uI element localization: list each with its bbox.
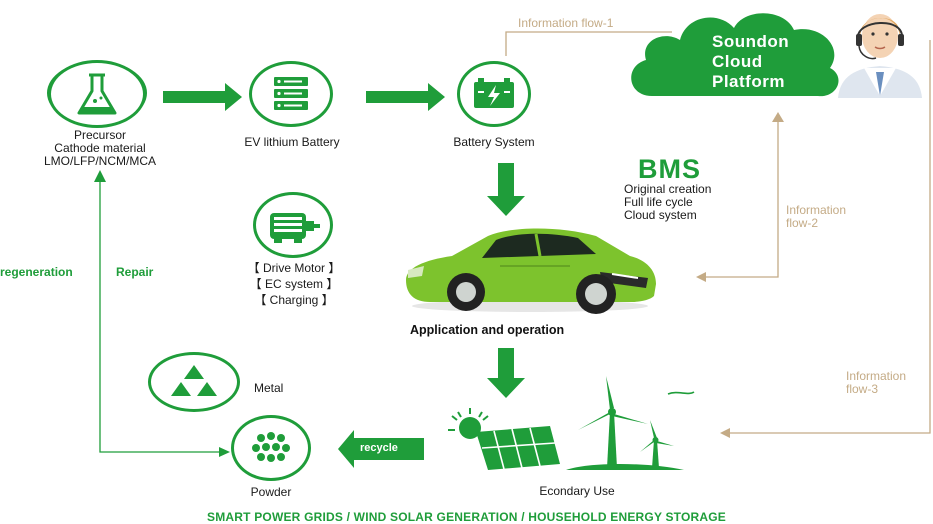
bms-line2: Full life cycle xyxy=(624,195,693,209)
cloud-title-line2: Cloud xyxy=(712,52,763,71)
precursor-line1: Precursor xyxy=(73,128,126,142)
recycle-label: recycle xyxy=(360,442,398,454)
flask-icon xyxy=(77,73,117,115)
charging-label: 【 Charging 】 xyxy=(254,293,334,307)
cloud-shape xyxy=(631,13,839,97)
cloud-title-line1: Soundon xyxy=(712,32,790,51)
battery-system-icon-circle xyxy=(457,61,531,127)
server-stack-icon xyxy=(274,77,308,110)
bms-line1: Original creation xyxy=(624,182,712,196)
info-flow-3-line2: flow-3 xyxy=(846,382,879,396)
battery-icon xyxy=(474,78,514,108)
battery-system-label: Battery System xyxy=(453,135,535,149)
powder-icon-circle xyxy=(231,415,311,481)
wind-solar-icon xyxy=(448,376,695,470)
drive-motor-label: 【 Drive Motor 】 xyxy=(247,261,341,275)
info-flow-3-line1: Information xyxy=(846,369,907,383)
motor-icon xyxy=(270,213,320,243)
ingot-pile-icon xyxy=(171,365,217,396)
info-flow-2-label: Information flow-2 xyxy=(786,204,846,230)
bms-title: BMS xyxy=(638,154,701,184)
repair-label: Repair xyxy=(116,265,154,279)
ec-system-label: 【 EC system 】 xyxy=(249,277,339,291)
ev-battery-label: EV lithium Battery xyxy=(244,135,340,149)
motor-labels: 【 Drive Motor 】 【 EC system 】 【 Charging… xyxy=(232,260,356,308)
bms-description: Original creation Full life cycle Cloud … xyxy=(624,183,711,222)
precursor-line2: Cathode material xyxy=(54,141,146,155)
metal-icon-circle xyxy=(148,352,240,412)
info-flow-3-label: Information flow-3 xyxy=(846,370,906,396)
powder-label: Powder xyxy=(250,485,292,499)
cloud-platform-title: Soundon Cloud Platform xyxy=(712,32,789,92)
motor-icon-circle xyxy=(253,192,333,258)
precursor-icon-circle xyxy=(48,60,146,128)
electric-car-icon xyxy=(406,228,656,314)
info-flow-2-line1: Information xyxy=(786,203,847,217)
powder-dots-icon xyxy=(252,432,290,462)
metal-label: Metal xyxy=(254,381,284,395)
secondary-use-label: Econdary Use xyxy=(539,484,615,498)
precursor-line3: LMO/LFP/NCM/MCA xyxy=(43,154,156,168)
bms-line3: Cloud system xyxy=(624,208,697,222)
info-flow-2-line2: flow-2 xyxy=(786,216,819,230)
cloud-title-line3: Platform xyxy=(712,72,785,91)
info-flow-1-label: Information flow-1 xyxy=(518,16,614,30)
precursor-label: Precursor Cathode material LMO/LFP/NCM/M… xyxy=(20,129,180,168)
ev-battery-icon-circle xyxy=(249,61,333,127)
operator-avatar-icon xyxy=(838,14,922,98)
application-label: Application and operation xyxy=(410,323,565,337)
regeneration-label: regeneration xyxy=(0,265,73,279)
footer-banner: SMART POWER GRIDS / WIND SOLAR GENERATIO… xyxy=(207,510,726,524)
